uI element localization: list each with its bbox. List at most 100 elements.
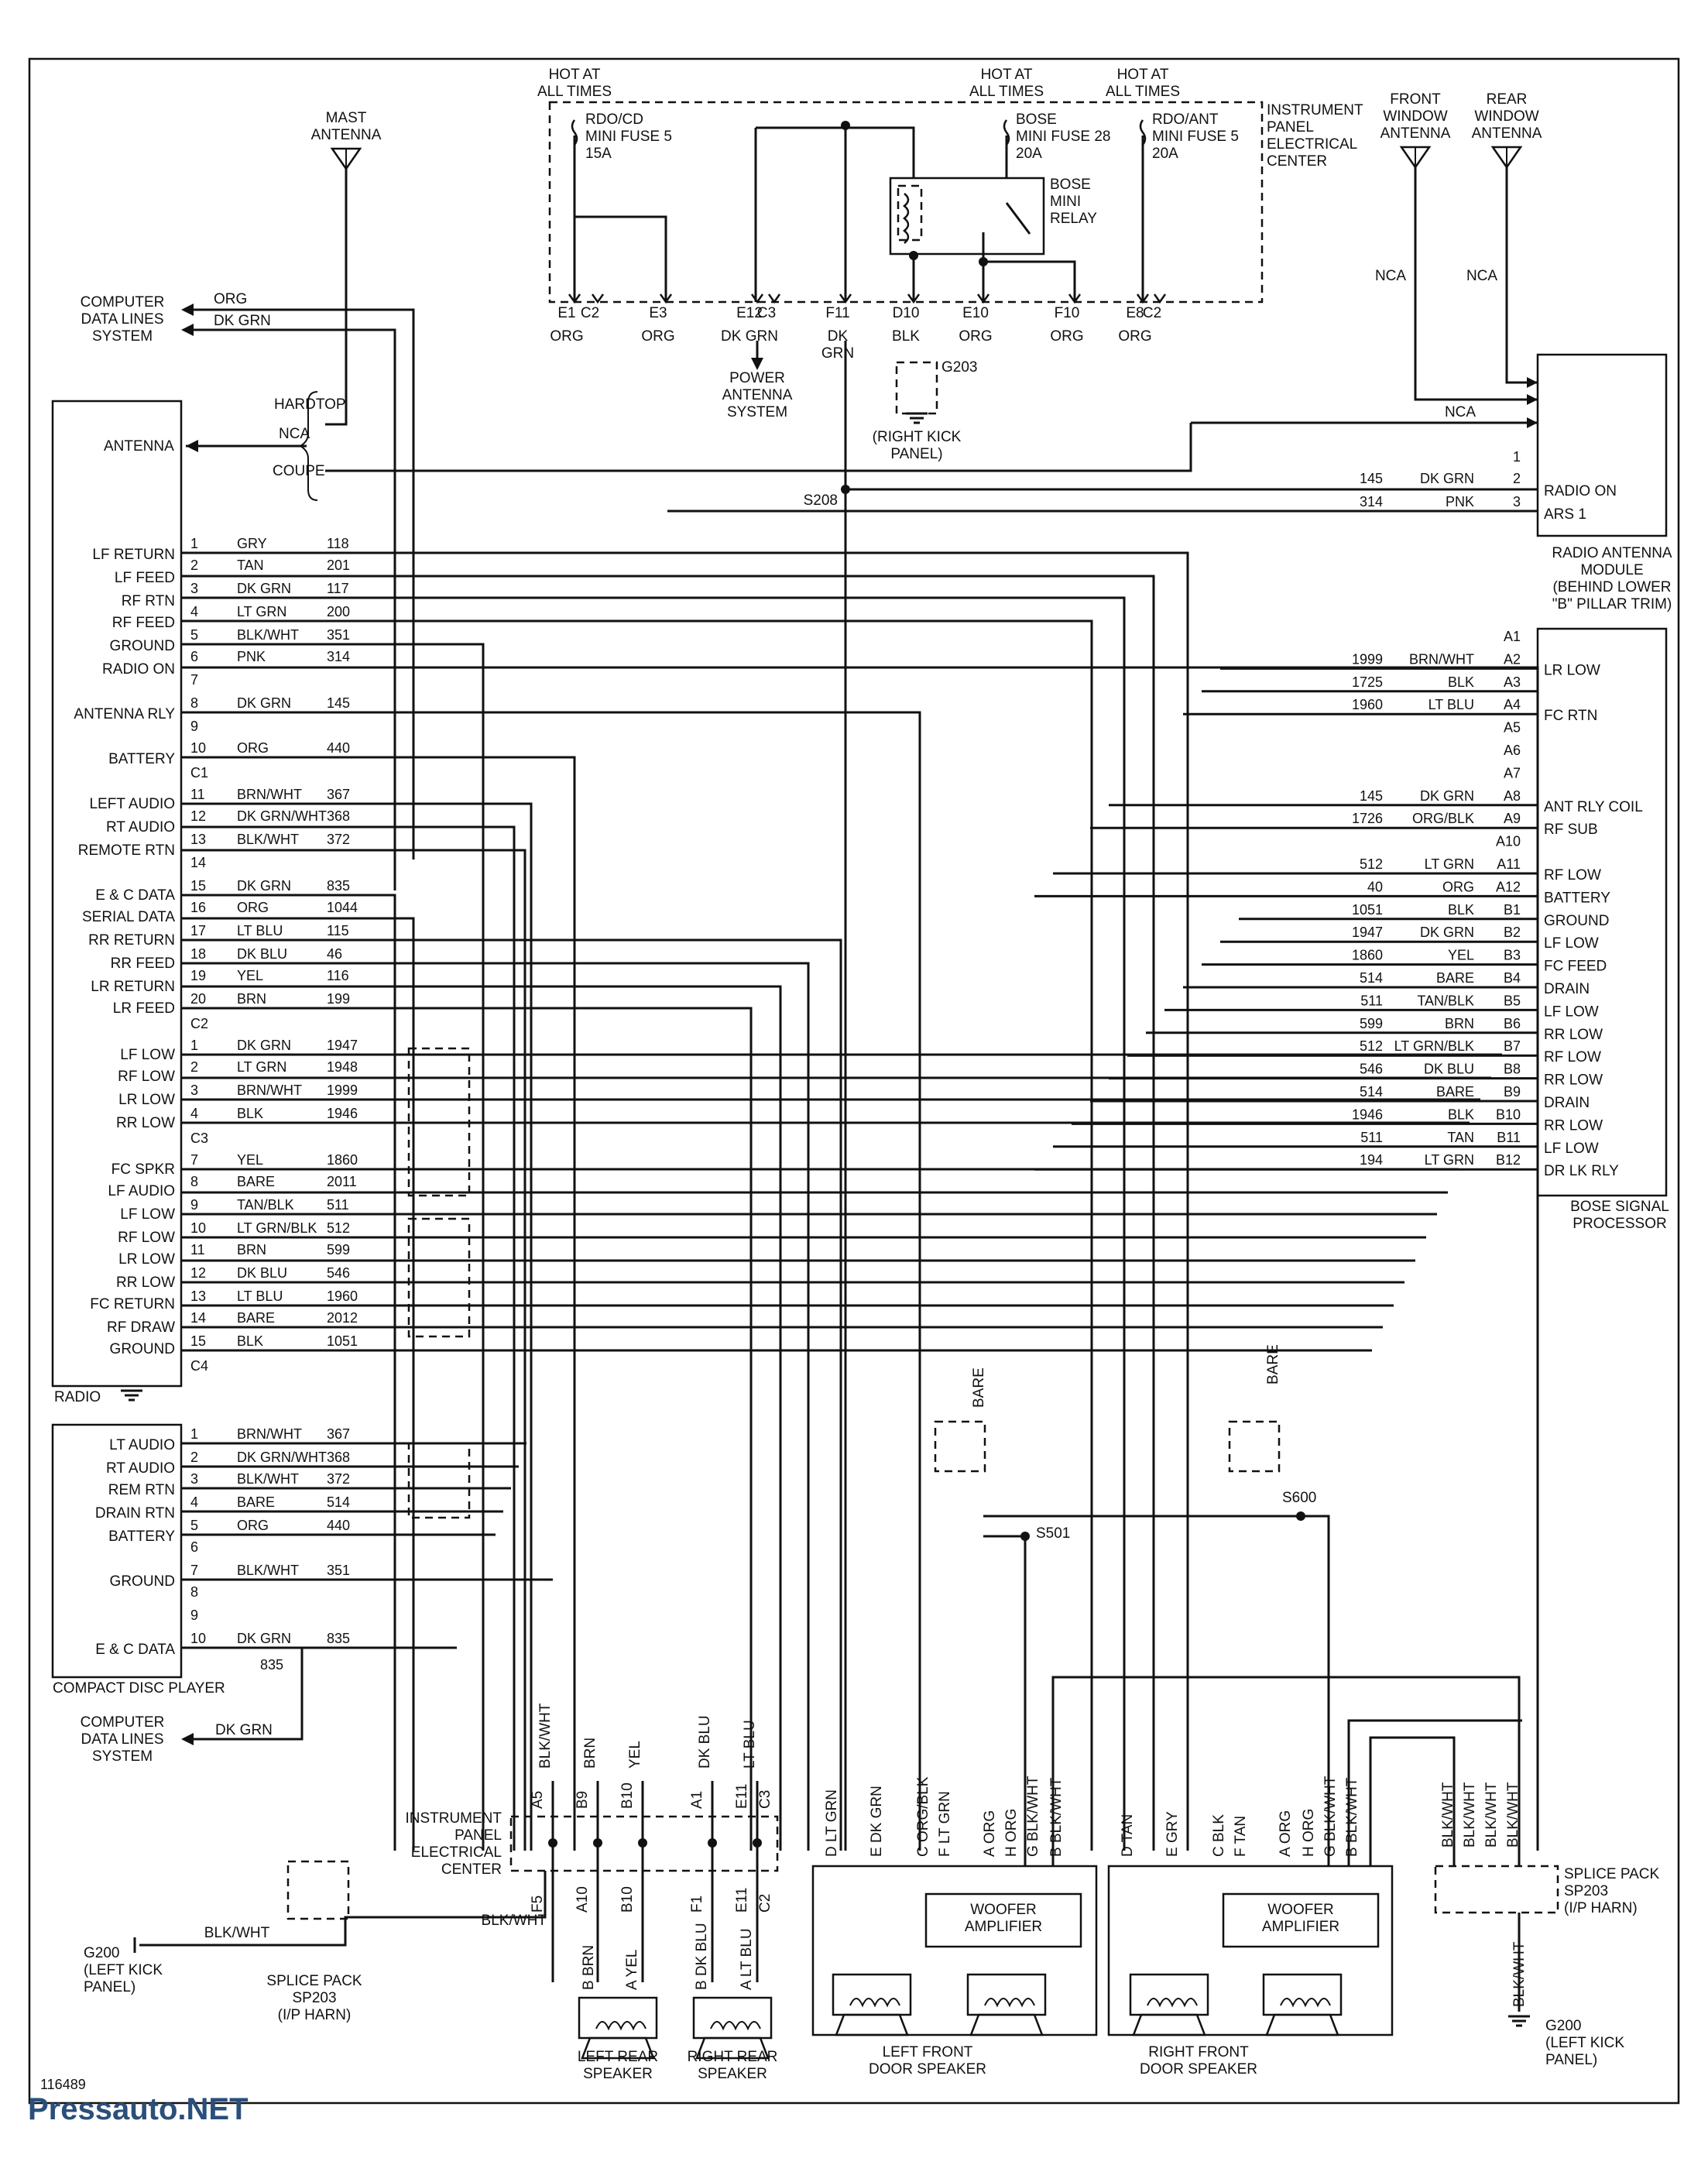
circuit-number: 599	[1360, 1016, 1383, 1031]
pin-number: 11	[190, 787, 205, 802]
power-antenna-label: ANTENNA	[722, 387, 793, 403]
circuit-number: 835	[327, 1631, 350, 1646]
g200-right-label: G200	[1545, 2018, 1581, 2034]
nca-label: NCA	[1466, 268, 1497, 284]
pin-number: 4	[190, 1106, 198, 1121]
ipec-pin-label: E10	[962, 305, 989, 321]
pin-number: 2	[190, 1450, 198, 1465]
wire-label: B DK BLU	[694, 1923, 710, 1990]
ipec-pin-label: F10	[1055, 305, 1080, 321]
bottom-ipec-label: PANEL	[454, 1827, 502, 1844]
wire-label: BLK/WHT	[1483, 1782, 1500, 1848]
wire-color: DK BLU	[237, 946, 287, 962]
wire-color: TAN	[1447, 1130, 1474, 1145]
radio-pin-label: LR FEED	[113, 1000, 175, 1017]
wire-color: DK GRN	[237, 695, 291, 711]
ipec-pin-label: E12	[736, 305, 763, 321]
connector-pin	[907, 293, 921, 304]
pin-number: B4	[1504, 970, 1521, 986]
connector-label: C1	[190, 765, 208, 781]
fuse-rdo-ant-label: 20A	[1152, 146, 1178, 162]
left-front-speaker-icon-cone	[835, 2013, 909, 2036]
cd-pin-label: DRAIN RTN	[95, 1505, 175, 1522]
woofer-label: WOOFER	[970, 1902, 1037, 1918]
radio-pin-label: GROUND	[110, 638, 175, 654]
connector-pin-label: C3	[757, 1790, 773, 1809]
right-rear-speaker-label: SPEAKER	[698, 2066, 767, 2082]
right-front-speaker-label: DOOR SPEAKER	[1140, 2061, 1257, 2078]
wire-label: E DK GRN	[869, 1786, 885, 1857]
cd-pin-label: GROUND	[110, 1573, 175, 1590]
connector-label: C3	[190, 1131, 208, 1146]
radio-wire-2	[181, 596, 1126, 1851]
wire-color: ORG	[237, 740, 269, 756]
wire-color: BLK	[237, 1333, 263, 1349]
ipec-pin-label: C2	[581, 305, 599, 321]
wire-color: LT BLU	[742, 1720, 758, 1769]
splice-pack-right-label: SPLICE PACK	[1564, 1866, 1660, 1882]
wire-label: BLK/WHT	[1462, 1782, 1478, 1848]
pin-number: 20	[190, 991, 206, 1007]
ipec-pin-label: D10	[893, 305, 920, 321]
circuit-number: 46	[327, 946, 342, 962]
radio-pin-label: REMOTE RTN	[78, 842, 175, 859]
bsp-label: DRAIN	[1544, 1095, 1590, 1111]
radio-wire-12	[181, 917, 415, 1851]
pin-number: 2	[1513, 471, 1521, 486]
radio-wire-5	[181, 666, 1539, 1851]
s208-label: S208	[804, 492, 838, 509]
pin-number: A12	[1496, 879, 1521, 894]
pin-number: A4	[1504, 697, 1521, 712]
ipec-wire-color: ORG	[1118, 328, 1151, 345]
pin-number: 8	[190, 1584, 198, 1600]
ipec-pin-label: E8	[1126, 305, 1144, 321]
pin-number: 5	[190, 627, 198, 643]
bsp-label: ANT RLY COIL	[1544, 799, 1643, 815]
g200-right-label: PANEL)	[1545, 2052, 1597, 2068]
bsp-label: LF LOW	[1544, 1141, 1599, 1157]
wire-color: BARE	[237, 1310, 275, 1326]
rear-window-antenna-label: WINDOW	[1474, 108, 1538, 125]
pin-number: B9	[1504, 1084, 1521, 1100]
wire-color: LT BLU	[237, 1288, 283, 1304]
wire-color: BLK/WHT	[237, 627, 299, 643]
circuit-number: 200	[327, 604, 350, 619]
circuit-number: 1860	[1352, 948, 1383, 963]
radio-wire-1	[181, 575, 1155, 1851]
relay-coil	[903, 193, 910, 244]
arrow	[181, 1733, 194, 1745]
radio-pin-label: RR RETURN	[88, 932, 175, 949]
wire-blkwht-loop-2	[1347, 1719, 1522, 1866]
bsp-label: RF LOW	[1544, 867, 1601, 883]
pin-number: A6	[1504, 743, 1521, 758]
pin-number: 14	[190, 1310, 206, 1326]
fuse-symbol-2	[1139, 119, 1147, 146]
radio-wire-6	[181, 711, 921, 1851]
wire-label: F LT GRN	[937, 1791, 953, 1857]
wire-color: BLK	[1448, 1107, 1474, 1122]
coupe-label: COUPE	[273, 463, 325, 479]
radio-pin-label: LF LOW	[120, 1047, 175, 1063]
radio-wire-8	[181, 802, 533, 1851]
rear-window-antenna-label: ANTENNA	[1472, 125, 1542, 142]
wire-color: LT GRN/BLK	[1394, 1038, 1474, 1054]
left-rear-speaker-icon-coil	[595, 2021, 647, 2031]
bsp-label: FC RTN	[1544, 708, 1597, 724]
circuit-number: 1999	[1352, 651, 1383, 667]
radio-name: RADIO	[54, 1389, 101, 1405]
wire-color: BLK/WHT	[237, 832, 299, 847]
ipec-wire-color: DK GRN	[721, 328, 778, 345]
right-kick-label: (RIGHT KICK	[873, 429, 962, 445]
fuse-symbol-1	[1003, 119, 1010, 146]
computer-data-lines-label: COMPUTER	[81, 1714, 165, 1731]
circuit-number: 116	[327, 968, 349, 983]
circuit-number: 201	[327, 558, 350, 573]
radio-pin-label: LF RETURN	[92, 547, 175, 563]
right-rear-speaker-icon	[692, 1996, 773, 2040]
radio-pin-label: RR FEED	[111, 956, 175, 972]
radio-pin-label: LF AUDIO	[108, 1183, 175, 1199]
right-rear-speaker-icon-cone	[695, 2036, 770, 2060]
splice-pack-left-label: (I/P HARN)	[278, 2007, 352, 2023]
cd-pin-label: RT AUDIO	[106, 1460, 175, 1477]
bare-label: BARE	[1265, 1344, 1281, 1384]
